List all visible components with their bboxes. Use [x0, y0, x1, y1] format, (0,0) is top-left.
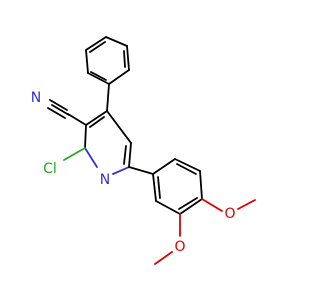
bond	[85, 36, 107, 51]
bond	[154, 251, 173, 265]
bond	[87, 72, 110, 85]
bond	[178, 197, 198, 210]
bond	[237, 199, 256, 210]
bond	[106, 110, 132, 144]
bond	[174, 158, 201, 172]
nitrile-group: N	[31, 90, 87, 126]
bond	[128, 142, 132, 168]
bond	[123, 145, 127, 165]
ring-nitrogen-label: N	[100, 172, 110, 188]
dimethoxyphenyl-ring	[152, 158, 203, 215]
bond	[67, 113, 87, 126]
bond	[49, 99, 68, 111]
bond	[152, 173, 157, 202]
oxygen-label-lower: O	[174, 239, 185, 255]
bond	[85, 110, 108, 126]
bond	[112, 166, 130, 175]
bond	[106, 83, 110, 112]
bond	[90, 71, 107, 81]
bond	[126, 45, 130, 71]
bond	[152, 158, 176, 175]
bond	[123, 50, 126, 68]
bond	[47, 107, 66, 119]
bond	[85, 49, 89, 74]
chloro-group: Cl	[43, 147, 86, 177]
bond	[51, 104, 70, 116]
bond	[155, 200, 181, 215]
chemical-structure-diagram: N N Cl O O	[31, 36, 256, 265]
bond	[105, 36, 128, 47]
methoxy-group-lower: O	[154, 213, 186, 265]
bond	[157, 176, 161, 199]
bond	[89, 41, 106, 53]
bond	[89, 116, 105, 128]
chlorine-label: Cl	[43, 161, 57, 177]
bond	[84, 147, 98, 168]
phenyl-ring	[85, 36, 130, 85]
nitrile-nitrogen-label: N	[31, 90, 41, 106]
bond	[128, 166, 154, 175]
bond	[199, 170, 203, 200]
bond	[176, 163, 197, 175]
oxygen-label-upper: O	[224, 206, 235, 222]
bond	[108, 69, 130, 85]
methoxy-group-upper: O	[201, 198, 256, 222]
bond	[201, 198, 223, 212]
pyridine-ring	[84, 110, 132, 175]
bond	[84, 124, 87, 149]
bond	[63, 147, 86, 161]
bond	[179, 198, 203, 215]
